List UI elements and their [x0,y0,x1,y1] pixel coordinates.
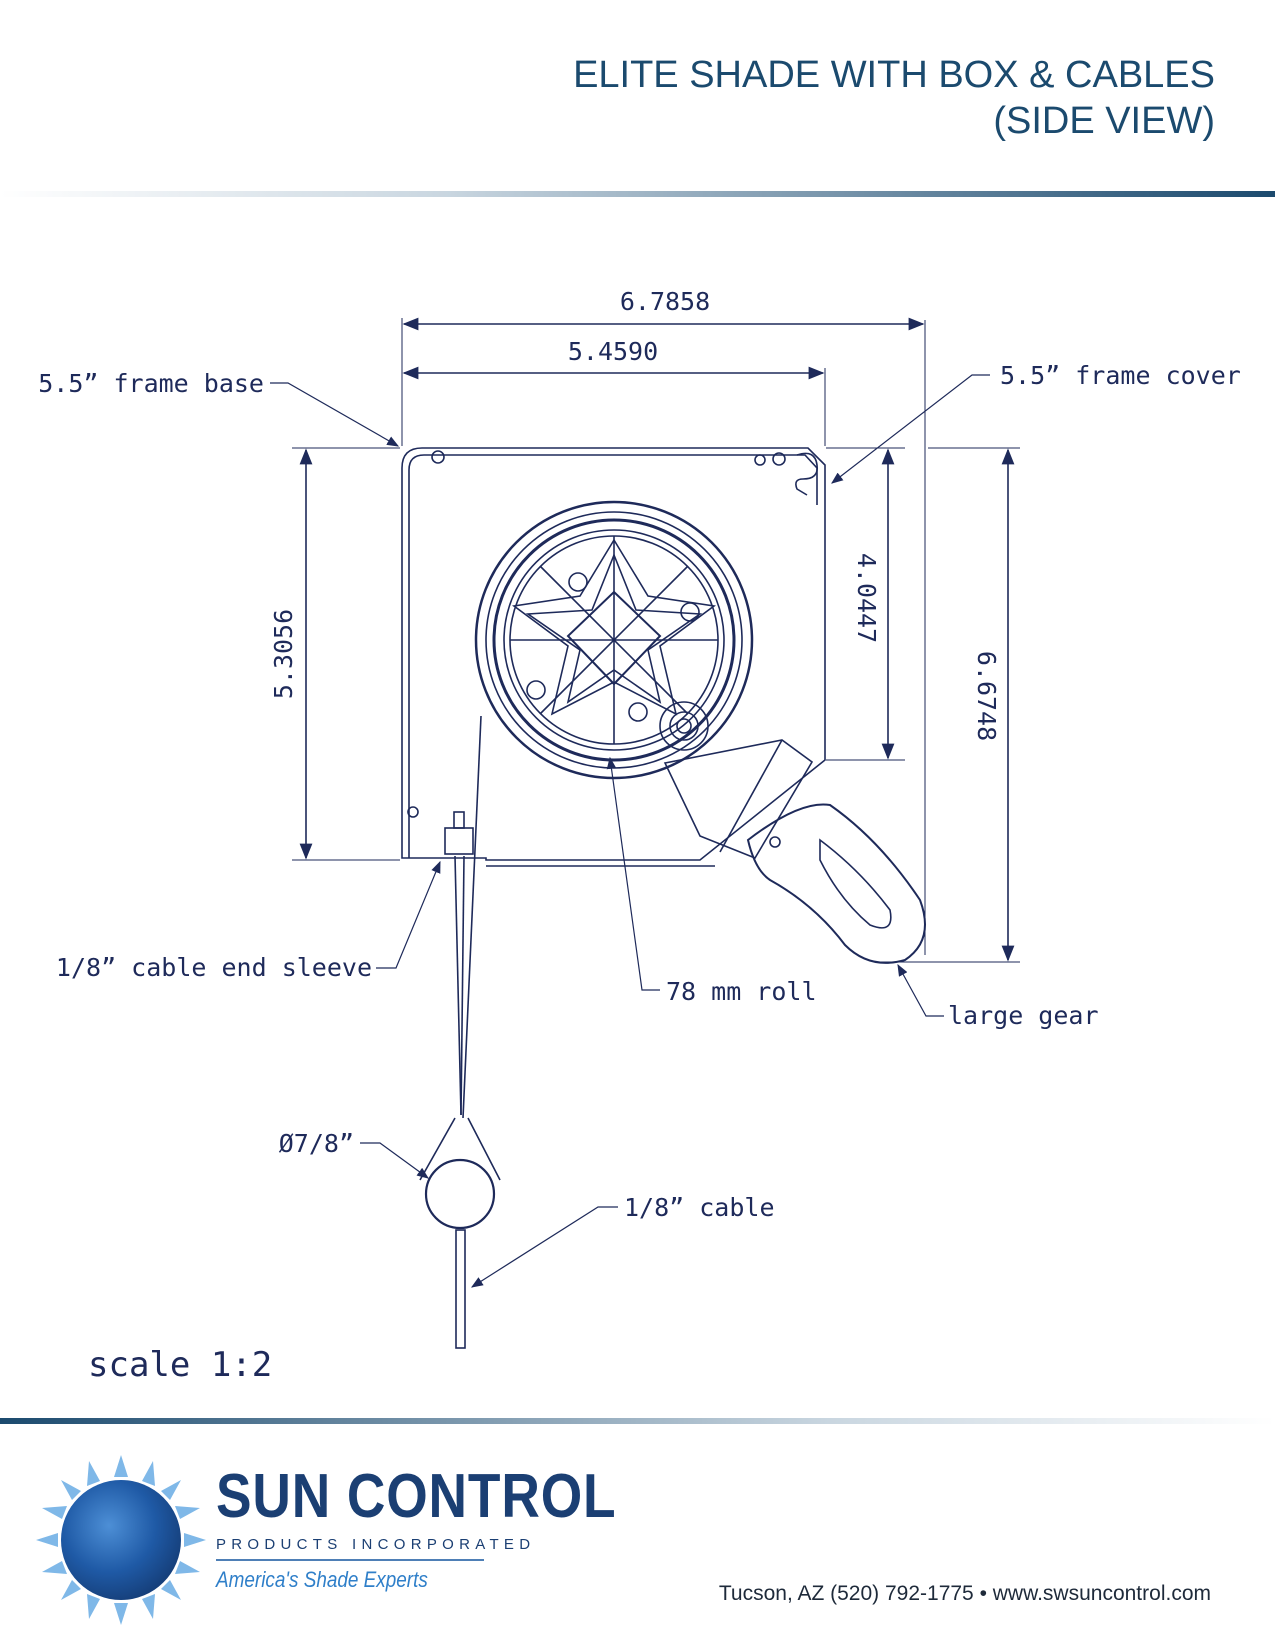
page-title: ELITE SHADE WITH BOX & CABLES (SIDE VIEW… [573,52,1215,144]
label-cable-end-sleeve: 1/8” cable end sleeve [56,953,372,982]
roll-star-frame [510,536,718,744]
bottom-divider [0,1418,1275,1424]
dim-cover-height: 4.0447 [852,553,881,643]
label-frame-base: 5.5” frame base [38,369,264,398]
brand-tagline: America's Shade Experts [216,1567,428,1592]
label-weight-diameter: Ø7/8” [279,1129,354,1158]
frame-cover-clip [795,452,819,496]
dim-overall-width: 6.7858 [620,287,710,316]
roll-outer [474,500,754,780]
cable-end-sleeve [444,827,474,855]
title-line-2: (SIDE VIEW) [993,100,1215,142]
weight-ball [424,1158,496,1230]
frame-base-outline [401,447,826,861]
label-frame-cover: 5.5” frame cover [1000,361,1241,390]
dim-overall-height: 6.6748 [972,651,1001,741]
technical-drawing: 6.7858 5.4590 5.3056 4.0447 6.6748 5.5” … [38,287,1241,1385]
dim-box-width: 5.4590 [568,337,658,366]
sun-logo-icon [36,1455,206,1625]
gear-pivot [659,701,709,751]
cable-tail [455,1229,466,1349]
top-divider [0,191,1275,197]
roll-hub [566,590,662,686]
gear-housing [663,739,814,859]
brand-subtitle: PRODUCTS INCORPORATED [216,1536,536,1553]
label-cable: 1/8” cable [624,1193,775,1222]
brand-divider [216,1559,484,1561]
dim-box-height: 5.3056 [269,609,298,699]
frame-inner-wall [408,454,818,858]
title-line-1: ELITE SHADE WITH BOX & CABLES [573,54,1215,96]
label-roll: 78 mm roll [666,977,817,1006]
large-gear [746,803,926,964]
label-large-gear: large gear [948,1001,1099,1030]
brand-name: SUN CONTROL [216,1462,617,1531]
footer-contact: Tucson, AZ (520) 792-1775 • www.swsuncon… [718,1582,1211,1605]
brand-block: SUN CONTROL PRODUCTS INCORPORATED Americ… [216,1466,682,1593]
scale-label: scale 1:2 [88,1345,272,1385]
